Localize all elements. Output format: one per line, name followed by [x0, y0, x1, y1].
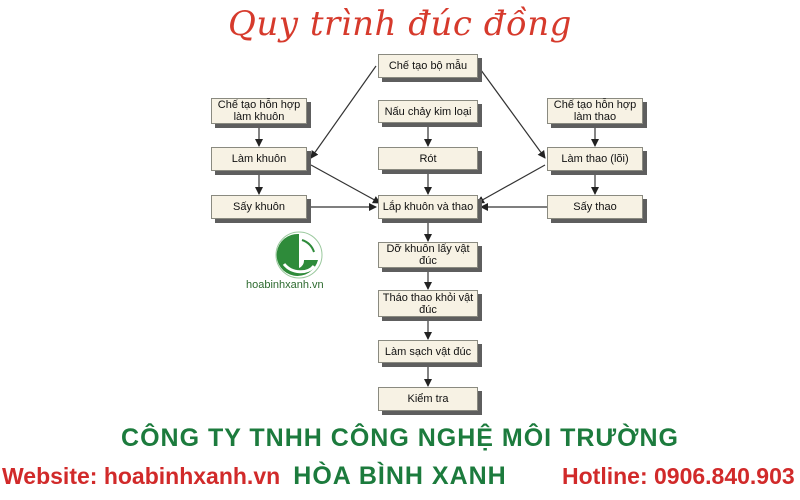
node-che-tao-hon-hop-lam-thao: Chế tạo hỗn hợp làm thao: [547, 98, 643, 124]
arrow-bomau-lamthao: [477, 65, 546, 159]
node-che-tao-hon-hop-lam-khuon: Chế tạo hỗn hợp làm khuôn: [211, 98, 307, 124]
node-thao-thao-khoi-vat-duc: Tháo thao khỏi vật đúc: [378, 290, 478, 317]
node-lam-thao: Làm thao (lõi): [547, 147, 643, 171]
arrow-lamkhuon-lap: [310, 164, 381, 204]
arrow-bomau-lamkhuon: [310, 65, 377, 159]
hoabinhxanh-logo: [275, 231, 323, 279]
page-title: Quy trình đúc đồng: [228, 4, 572, 44]
node-say-thao: Sấy thao: [547, 195, 643, 219]
website-text: Website: hoabinhxanh.vn: [2, 463, 281, 489]
hotline-text: Hotline: 0906.840.903: [562, 463, 795, 489]
node-nau-chay-kim-loai: Nấu chảy kim loại: [378, 100, 478, 123]
arrow-lamthao-lap: [476, 164, 546, 204]
node-kiem-tra: Kiểm tra: [378, 387, 478, 411]
company-name-line2: HÒA BÌNH XANH: [293, 462, 507, 490]
node-say-khuon: Sấy khuôn: [211, 195, 307, 219]
node-lam-sach-vat-duc: Làm sạch vật đúc: [378, 340, 478, 363]
node-che-tao-bo-mau: Chế tạo bộ mẫu: [378, 54, 478, 78]
node-lam-khuon: Làm khuôn: [211, 147, 307, 171]
node-rot: Rót: [378, 147, 478, 170]
node-do-khuon-lay-vat-duc: Dỡ khuôn lấy vật đúc: [378, 242, 478, 268]
company-name-line1: CÔNG TY TNHH CÔNG NGHỆ MÔI TRƯỜNG: [121, 424, 679, 452]
logo-website-text: hoabinhxanh.vn: [246, 279, 324, 291]
node-lap-khuon-va-thao: Lắp khuôn và thao: [378, 195, 478, 219]
